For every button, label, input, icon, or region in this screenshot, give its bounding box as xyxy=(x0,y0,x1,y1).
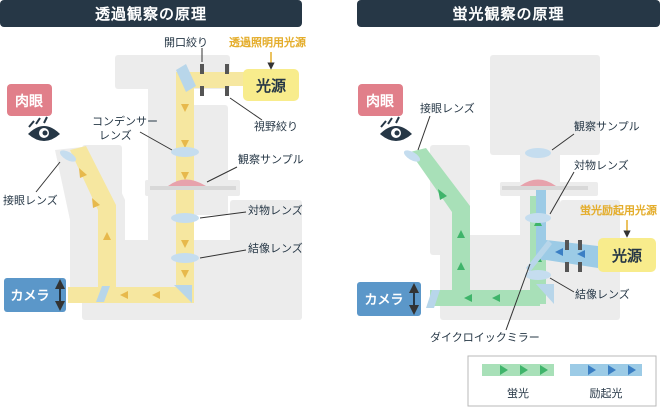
camera-mirror-right xyxy=(426,290,440,308)
excitation-direction-arrows xyxy=(555,248,585,258)
legend: 蛍光 励起光 xyxy=(467,355,657,407)
camera-box-right xyxy=(357,282,421,316)
sample-icon xyxy=(168,179,206,186)
eyepiece-label-right: 接眼レンズ xyxy=(420,101,475,115)
eyepiece-lens-icon xyxy=(59,150,77,162)
legend-excitation-label: 励起光 xyxy=(590,386,623,400)
sample-leader xyxy=(206,166,238,183)
camera-label: カメラ xyxy=(10,289,49,304)
objective-label: 対物レンズ xyxy=(248,203,303,217)
camera-box xyxy=(4,278,66,312)
condenser-leader xyxy=(139,131,173,151)
imaging-label-right: 結像レンズ xyxy=(575,287,630,301)
sample-icon-right xyxy=(520,179,556,186)
aperture-diaphragm-icon xyxy=(200,64,204,96)
sample-leader-right xyxy=(551,133,575,151)
imaging-label: 結像レンズ xyxy=(248,241,303,255)
field-diaphragm-icon xyxy=(225,64,229,96)
legend-fluorescence-label: 蛍光 xyxy=(507,386,529,400)
camera-label-right: カメラ xyxy=(364,293,403,308)
objective-leader-right xyxy=(549,171,575,215)
naked-eye-label-right: 肉眼 xyxy=(366,93,394,110)
naked-eye-label: 肉眼 xyxy=(15,93,43,110)
light-source-label: 光源 xyxy=(255,77,286,95)
sample-label-right: 観察サンプル xyxy=(574,119,640,133)
objective-leader xyxy=(199,211,247,219)
imaging-lens-icon-right xyxy=(525,270,551,280)
eyepiece-lens-icon-right xyxy=(403,150,421,162)
objective-lens-icon-right xyxy=(525,213,551,223)
mirrors-left xyxy=(96,64,196,303)
eye-icon-right xyxy=(380,116,412,141)
light-source-box xyxy=(243,69,299,101)
field-diaphragm-leader xyxy=(229,97,263,121)
naked-eye-box-right xyxy=(358,84,403,116)
naked-eye-box xyxy=(7,84,52,116)
transmitted-title: 透過観察の原理 xyxy=(0,0,302,27)
dichroic-leader xyxy=(505,263,531,331)
eyepiece-leader xyxy=(35,161,61,193)
objective-label-right: 対物レンズ xyxy=(574,158,629,172)
stage-plate-right xyxy=(502,186,588,190)
excitation-heading: 蛍光励起用光源 xyxy=(580,203,657,217)
field-diaphragm-label: 視野絞り xyxy=(254,119,298,133)
sample-label: 観察サンプル xyxy=(238,152,304,166)
condenser-label-2: レンズ xyxy=(99,128,132,142)
illumination-heading: 透過照明用光源 xyxy=(229,35,306,49)
aperture-diaphragm-label: 開口絞り xyxy=(164,35,208,49)
dichroic-mirror-icon xyxy=(526,240,552,272)
transmitted-diagram: 肉眼 カメラ 光源 開口絞り 透過照明用光源 コンデンサー レンズ xyxy=(3,35,306,320)
condenser-lens-icon xyxy=(171,147,199,157)
imaging-lens-icon xyxy=(171,253,199,263)
eye-icon xyxy=(28,116,60,141)
fluorescence-diagram: 肉眼 カメラ 光源 蛍光励起用光源 接眼レンズ 観察サンプル 対物レンズ xyxy=(357,55,657,407)
light-source-box-right xyxy=(598,238,656,272)
eyepiece-label: 接眼レンズ xyxy=(3,193,58,207)
imaging-leader-right xyxy=(549,277,575,293)
dichroic-label: ダイクロイックミラー xyxy=(430,330,540,344)
stage-plate xyxy=(150,186,236,190)
imaging-leader xyxy=(199,249,247,259)
eyepiece-leader-right xyxy=(417,115,431,151)
objective-lens-icon xyxy=(171,213,199,223)
excitation-filter-icons xyxy=(565,240,582,272)
transmitted-direction-arrows xyxy=(79,104,189,299)
fluorescence-title: 蛍光観察の原理 xyxy=(357,0,660,27)
upper-lens-icon xyxy=(525,148,551,158)
mirror-right xyxy=(536,284,554,304)
condenser-label-1: コンデンサー xyxy=(92,114,158,128)
light-source-label-right: 光源 xyxy=(611,247,642,265)
